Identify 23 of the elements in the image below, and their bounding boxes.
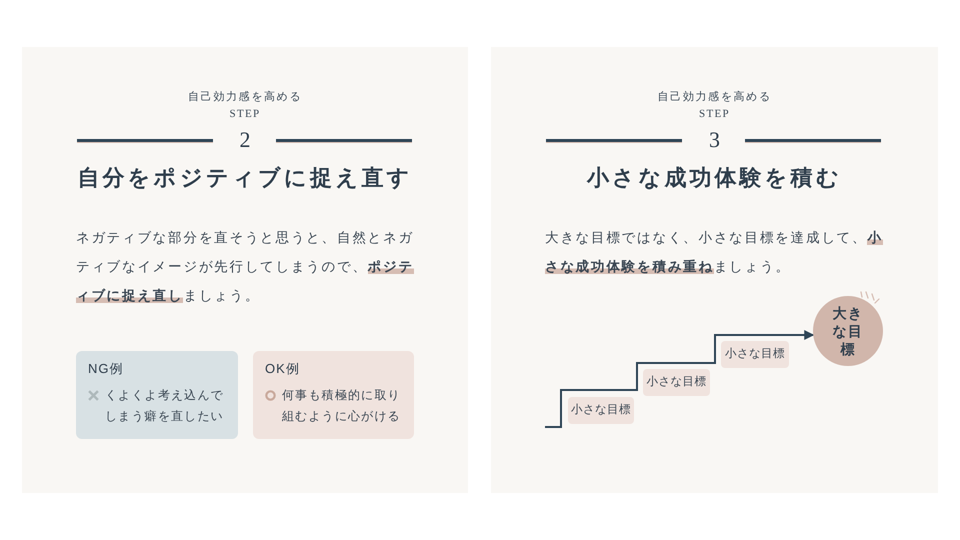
ok-example-card [253,351,414,439]
goal-label: 小さな目標 [725,346,785,362]
description-text: 大きな目標ではなく、小さな目標を達成して、小さな成功体験を積み重ねましょう。 [545,229,884,276]
staircase-arrow [545,330,814,428]
subtitle: 自己効力感を高める [188,90,302,105]
step-label: STEP [230,107,260,122]
step-number: 3 [709,126,720,154]
step-label: STEP [699,107,730,122]
card-heading: NG例 [88,360,124,378]
step-title: 自分をポジティブに捉え直す [77,164,413,192]
step-panel [491,47,938,493]
example-text: 何事も積極的に取り組むように心がける [282,386,402,424]
description-text: ネガティブな部分を直そうと思うと、自然とネガティブなイメージが先行してしまうので、ポジティブに捉え直しましょう。 [76,229,415,305]
ng-example-card [76,351,238,439]
goal-label: 小さな目標 [571,402,631,418]
example-text: くよくよ考え込んでしまう癖を直したい [105,386,225,424]
step-panel [22,47,468,493]
goal-label: 小さな目標 [646,374,706,390]
card-heading: OK例 [265,360,300,378]
subtitle: 自己効力感を高める [658,90,772,105]
goal-label: 大きな目標 [832,304,864,358]
step-number: 2 [240,126,250,154]
step-title: 小さな成功体験を積む [587,164,842,192]
